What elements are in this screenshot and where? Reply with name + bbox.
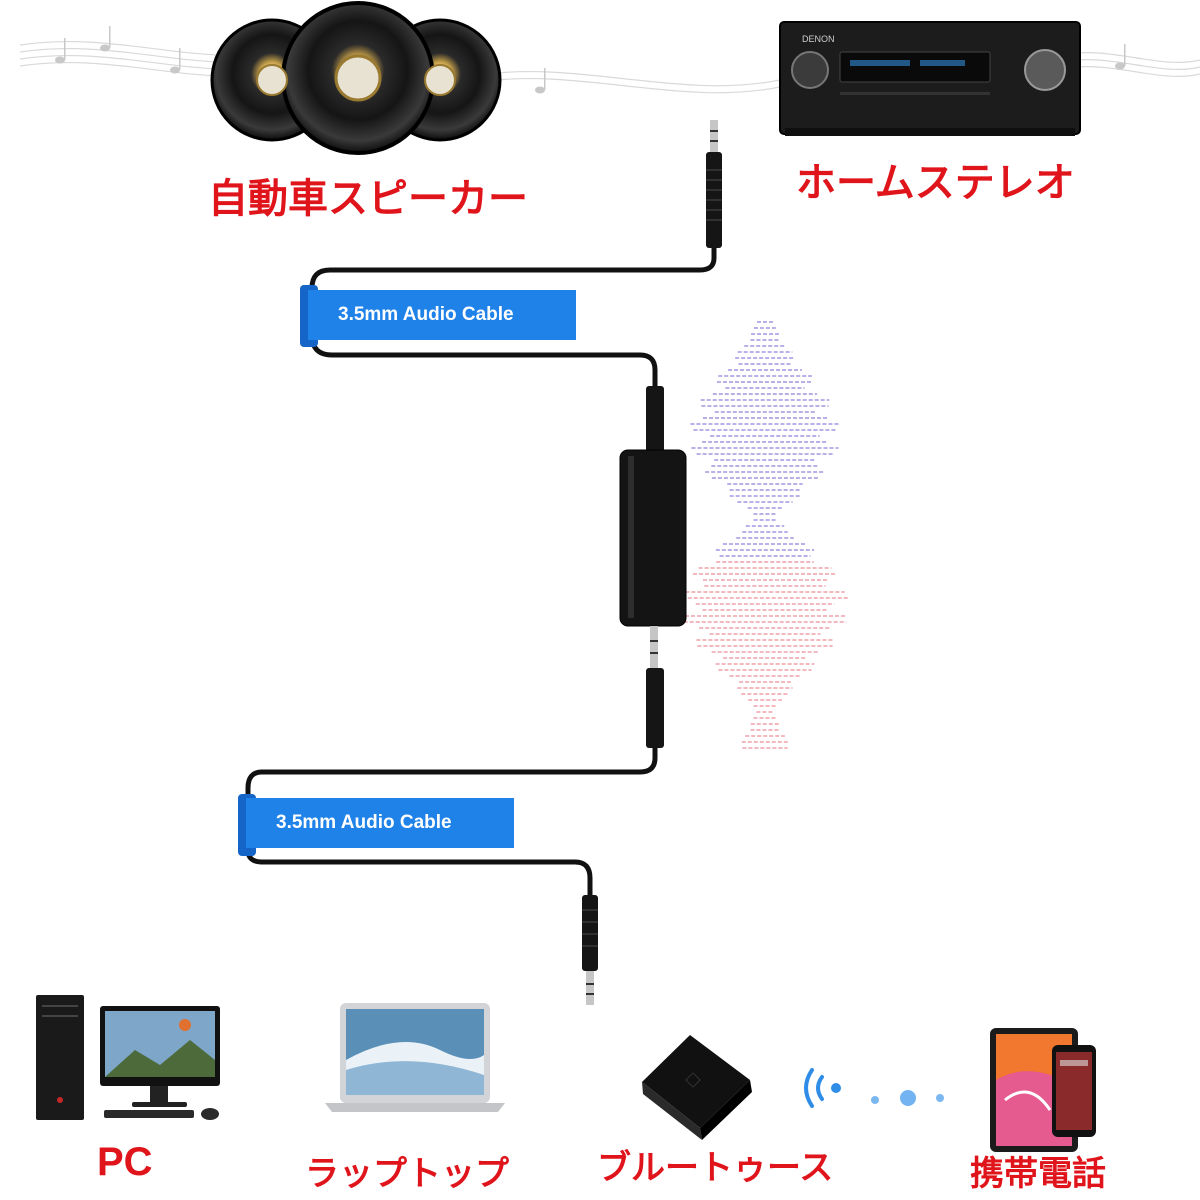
speaker-icon bbox=[210, 1, 502, 155]
mobile-phone-label: 携帯電話 bbox=[970, 1154, 1106, 1194]
laptop-label: ラップトップ bbox=[305, 1154, 509, 1194]
bluetooth-receiver-icon bbox=[642, 1035, 752, 1140]
music-staff-decoration bbox=[19, 26, 1200, 94]
wireless-signal-icon bbox=[804, 1068, 944, 1108]
bluetooth-label: ブルートゥース bbox=[597, 1148, 834, 1188]
desktop-pc-icon bbox=[36, 995, 220, 1120]
car-speaker-label: 自動車スピーカー bbox=[208, 176, 528, 222]
cable-tag-bottom: 3.5mm Audio Cable bbox=[246, 798, 514, 848]
audio-jack-icon bbox=[706, 120, 722, 248]
laptop-icon bbox=[325, 1003, 505, 1112]
pc-label: PC bbox=[97, 1140, 153, 1184]
stereo-brand: DENON bbox=[802, 34, 835, 44]
home-stereo-label: ホームステレオ bbox=[796, 160, 1075, 206]
tablet-phone-icon bbox=[990, 1028, 1096, 1152]
cable-tag-top: 3.5mm Audio Cable bbox=[308, 290, 576, 340]
stereo-receiver-icon: DENON bbox=[779, 21, 1081, 136]
